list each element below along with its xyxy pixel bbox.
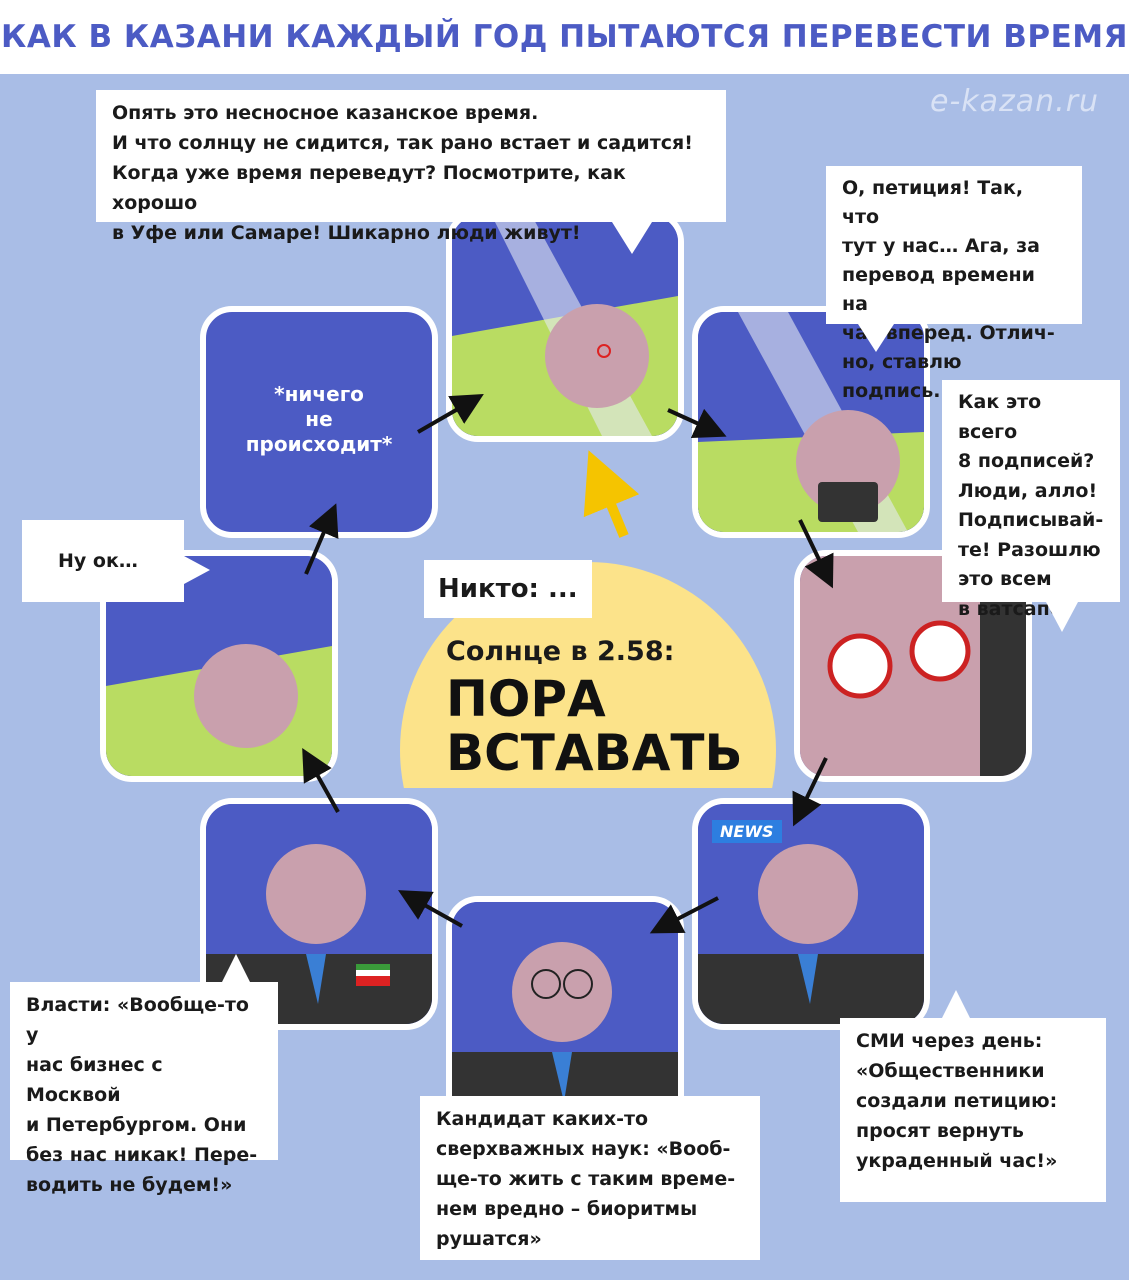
bubble-signatures: Как это всего 8 подписей? Люди, алло! По…: [942, 380, 1120, 620]
page-title: КАК В КАЗАНИ КАЖДЫЙ ГОД ПЫТАЮТСЯ ПЕРЕВЕС…: [0, 19, 1128, 55]
panel-illustration: [452, 902, 678, 1122]
bubble-authorities: Власти: «Вообще-то у нас бизнес с Москво…: [10, 982, 278, 1196]
panel-illustration: [800, 556, 1026, 776]
bubble-tail-media: [942, 990, 970, 1018]
nothing-happens-text: *ничего не происходит*: [245, 382, 393, 456]
bubble-tail-ok: [184, 556, 210, 584]
bubble-tail-signatures: [1046, 602, 1078, 632]
panel-news: NEWS: [692, 798, 930, 1030]
panel-illustration: [452, 216, 678, 436]
bubble-ok: Ну ок…: [22, 520, 184, 602]
bubble-petition: О, петиция! Так, что тут у нас… Ага, за …: [826, 166, 1082, 402]
panel-illustration: [698, 312, 924, 532]
bubble-scientist: Кандидат каких-то сверхважных наук: «Воо…: [420, 1096, 760, 1260]
nikto-label: Никто: ...: [424, 560, 592, 618]
sun-arrow: [583, 450, 640, 538]
header: КАК В КАЗАНИ КАЖДЫЙ ГОД ПЫТАЮТСЯ ПЕРЕВЕС…: [0, 0, 1129, 74]
panel-scientist: [446, 896, 684, 1128]
sun-headline: ПОРА ВСТАВАТЬ: [446, 670, 743, 782]
bubble-top: Опять это несносное казанское время. И ч…: [96, 90, 726, 244]
panel-closeup: [794, 550, 1032, 782]
panel-nothing-happens: *ничего не происходит*: [200, 306, 438, 538]
bubble-media: СМИ через день: «Общественники создали п…: [840, 1018, 1106, 1202]
news-badge: NEWS: [712, 820, 782, 843]
bubble-tail-petition: [858, 324, 894, 352]
bubble-tail-authorities: [222, 954, 250, 982]
watermark: e-kazan.ru: [930, 84, 1100, 119]
sun-subtitle: Солнце в 2.58:: [446, 636, 675, 667]
bubble-tail-top: [612, 222, 652, 254]
